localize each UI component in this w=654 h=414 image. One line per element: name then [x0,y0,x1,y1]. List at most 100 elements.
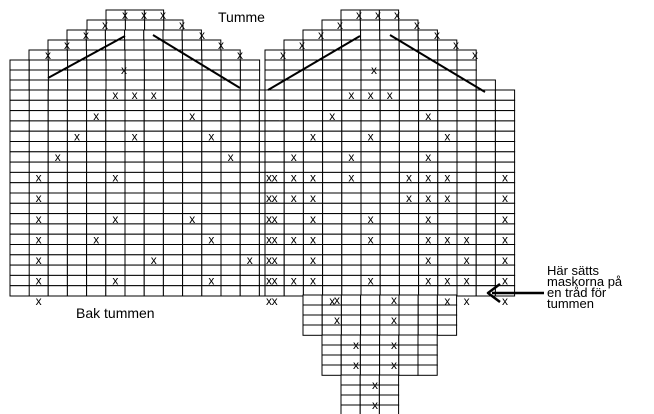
grid-cell [379,110,400,122]
grid-cell [322,202,343,215]
grid-cell [143,233,164,245]
stitch-mark: x [36,191,42,205]
grid-cell [66,264,88,276]
grid-cell [322,171,343,184]
grid-cell [264,130,285,142]
grid-cell [398,324,419,336]
grid-cell [322,233,343,245]
grid-cell [47,244,68,256]
grid-cell [379,233,400,245]
stitch-mark: x [368,129,374,143]
grid-cell [475,171,496,184]
decrease-line [389,34,486,93]
grid-cell [322,161,343,173]
grid-cell [9,285,30,297]
grid-cell [398,285,420,297]
stitch-mark: x [291,274,297,288]
stitch-mark: x [353,358,359,372]
stitch-mark: x [280,48,286,62]
stitch-mark: x [348,171,354,185]
stitch-mark: x [425,150,431,164]
grid-cell [341,264,362,276]
grid-cell [86,141,107,153]
grid-cell [239,120,260,132]
grid-cell [283,130,304,142]
stitch-mark: x [337,18,343,32]
grid-cell [67,69,88,81]
grid-cell [379,151,400,163]
grid-cell [283,79,304,91]
grid-cell [360,151,381,163]
grid-cell [47,264,68,276]
grid-cell [475,182,496,194]
stitch-mark: x [266,294,272,308]
grid-cell [124,285,145,297]
grid-cell [220,233,241,245]
grid-cell [162,99,184,112]
stitch-mark: x [36,212,42,226]
grid-cell [86,274,107,287]
stitch-mark: x [208,274,214,288]
grid-cell [9,89,30,101]
grid-cell [340,294,362,306]
stitch-mark: x [93,232,99,246]
stitch-mark: x [218,38,224,52]
grid-cell [437,89,458,101]
grid-cell [341,59,362,71]
grid-cell [302,294,323,306]
stitch-mark: x [453,38,459,52]
grid-cell [201,202,222,215]
grid-cell [105,151,126,163]
grid-cell [9,274,30,287]
grid-cell [124,49,145,61]
grid-cell [163,59,184,71]
grid-cell [322,244,343,256]
grid-cell [322,192,343,204]
grid-cell [162,151,184,163]
grid-cell [283,89,304,101]
grid-cell [398,89,420,101]
grid-cell [322,264,343,276]
stitch-mark: x [425,253,431,267]
grid-cell [201,213,222,225]
stitch-mark: x [502,212,508,226]
grid-cell [47,120,68,132]
stitch-mark: x [414,18,420,32]
grid-cell [220,110,241,122]
stitch-mark: x [310,274,316,288]
stitch-mark: x [36,274,42,288]
stitch-mark: x [406,171,412,185]
grid-cell [220,213,241,225]
stitch-mark: x [189,212,195,226]
grid-cell [398,110,420,122]
grid-cell [162,213,184,225]
stitch-mark: x [247,253,253,267]
grid-cell [418,79,439,91]
grid-cell [264,151,285,163]
grid-cell [66,274,88,287]
stitch-mark: x [425,232,431,246]
grid-cell [437,110,458,122]
grid-cell [322,59,343,71]
stitch-mark: x [291,191,297,205]
grid-cell [322,223,343,235]
grid-cell [67,79,88,91]
grid-cell [417,304,438,316]
grid-cell [220,171,241,184]
grid-cell [105,254,126,266]
stitch-mark: x [141,8,147,22]
stitch-mark: x [444,191,450,205]
grid-cell [86,130,107,142]
grid-cell [162,141,184,153]
grid-cell [283,254,304,266]
grid-cell [9,59,30,71]
grid-cell [379,130,400,142]
grid-cell [143,161,164,173]
grid-cell [475,274,496,287]
grid-cell [302,304,323,316]
grid-cell [360,294,381,306]
grid-cell [143,130,164,142]
decrease-line [152,34,241,89]
grid-cell [143,59,165,71]
grid-cell [239,223,260,235]
